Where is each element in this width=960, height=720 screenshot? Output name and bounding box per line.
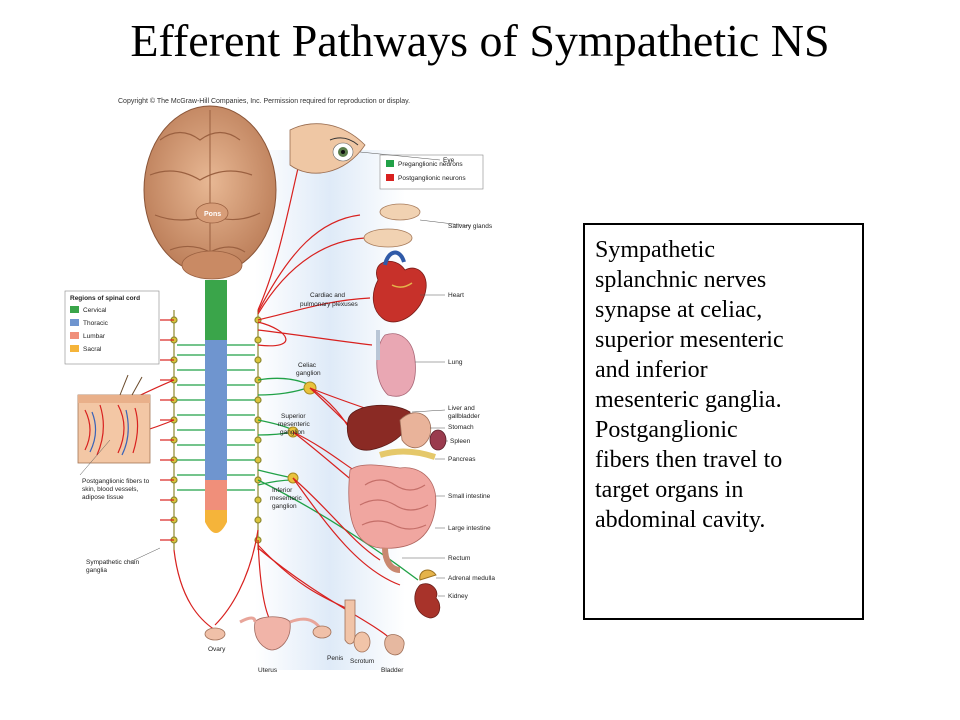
textbox-line: target organs in — [595, 477, 744, 503]
label-chain-2: ganglia — [86, 567, 107, 574]
label-small-intestine: Small intestine — [448, 493, 491, 500]
label-cardiac-2: pulmonary plexuses — [300, 301, 359, 308]
reproductive-organs — [204, 599, 405, 656]
label-salivary-glands: Salivary glands — [448, 223, 493, 230]
legend-neurons: Preganglionic neurons Postganglionic neu… — [379, 154, 484, 190]
kidney-adrenal — [414, 569, 441, 619]
label-scrotum: Scrotum — [350, 658, 374, 665]
explanation-textbox: Sympathetic splanchnic nerves synapse at… — [583, 223, 864, 620]
legend-swatch-cervical — [70, 306, 79, 313]
label-skin-1: Postganglionic fibers to — [82, 478, 150, 485]
label-large-intestine: Large intestine — [448, 525, 491, 532]
eye — [289, 123, 366, 174]
label-stomach: Stomach — [448, 424, 474, 431]
label-penis: Penis — [327, 655, 344, 662]
label-celiac-1: Celiac — [298, 362, 317, 369]
heart — [372, 250, 427, 323]
textbox-line: fibers then travel to — [595, 447, 783, 473]
legend-label-lumbar: Lumbar — [83, 333, 106, 340]
label-heart: Heart — [448, 292, 464, 299]
textbox-line: Sympathetic — [595, 237, 715, 263]
skin-block — [77, 374, 151, 464]
textbox-line: splanchnic nerves — [595, 267, 767, 293]
label-inf-mes-3: ganglion — [272, 503, 297, 510]
label-chain-1: Sympathetic chain — [86, 559, 139, 566]
spinal-cord — [205, 280, 227, 533]
label-uterus: Uterus — [258, 667, 278, 674]
intestines — [348, 464, 437, 573]
label-rectum: Rectum — [448, 555, 470, 562]
legend-label-preganglionic: Preganglionic neurons — [398, 161, 463, 168]
leader-lines — [79, 151, 471, 597]
brain: Pons — [143, 105, 277, 280]
label-sup-mes-2: mesenteric — [278, 421, 311, 428]
label-inf-mes-1: Inferior — [272, 487, 293, 494]
label-sup-mes-3: ganglion — [280, 429, 305, 436]
label-inf-mes-2: mesenteric — [270, 495, 303, 502]
label-celiac-2: ganglion — [296, 370, 321, 377]
legend-label-thoracic: Thoracic — [83, 320, 109, 327]
label-skin-2: skin, blood vessels, — [82, 486, 139, 493]
label-ovary: Ovary — [208, 646, 226, 653]
slide-title: Efferent Pathways of Sympathetic NS — [130, 15, 830, 66]
legend-regions: Regions of spinal cord Cervical Thoracic… — [64, 290, 160, 365]
label-kidney: Kidney — [448, 593, 469, 600]
label-cardiac-1: Cardiac and — [310, 292, 345, 299]
legend-swatch-preganglionic — [386, 160, 394, 167]
label-pancreas: Pancreas — [448, 456, 476, 463]
lung — [376, 330, 416, 397]
label-lung: Lung — [448, 359, 463, 366]
textbox-line: synapse at celiac, — [595, 297, 763, 323]
legend-label-sacral: Sacral — [83, 346, 102, 353]
label-eye: Eye — [443, 157, 455, 164]
legend-swatch-postganglionic — [386, 174, 394, 181]
textbox-line: Postganglionic — [595, 417, 738, 443]
label-liver-1: Liver and — [448, 405, 475, 412]
legend-label-postganglionic: Postganglionic neurons — [398, 175, 466, 182]
liver-stomach-spleen — [346, 405, 447, 460]
legend-swatch-lumbar — [70, 332, 79, 339]
label-adrenal-medulla: Adrenal medulla — [448, 575, 495, 582]
salivary-glands — [363, 203, 421, 248]
copyright-notice: Copyright © The McGraw-Hill Companies, I… — [118, 98, 411, 105]
label-sup-mes-1: Superior — [281, 413, 306, 420]
label-skin-3: adipose tissue — [82, 494, 124, 501]
label-spleen: Spleen — [450, 438, 471, 445]
organ-labels: Eye Salivary glands Cardiac and pulmonar… — [82, 157, 495, 674]
legend-regions-title: Regions of spinal cord — [70, 295, 140, 302]
textbox-line: and inferior — [595, 357, 708, 383]
pons-label: Pons — [204, 211, 221, 218]
label-bladder: Bladder — [381, 667, 404, 674]
legend-swatch-sacral — [70, 345, 79, 352]
textbox-line: abdominal cavity. — [595, 507, 766, 533]
label-liver-2: gallbladder — [448, 413, 481, 420]
legend-label-cervical: Cervical — [83, 307, 107, 314]
textbox-line: superior mesenteric — [595, 327, 784, 353]
textbox-line: mesenteric ganglia. — [595, 387, 782, 413]
legend-swatch-thoracic — [70, 319, 79, 326]
